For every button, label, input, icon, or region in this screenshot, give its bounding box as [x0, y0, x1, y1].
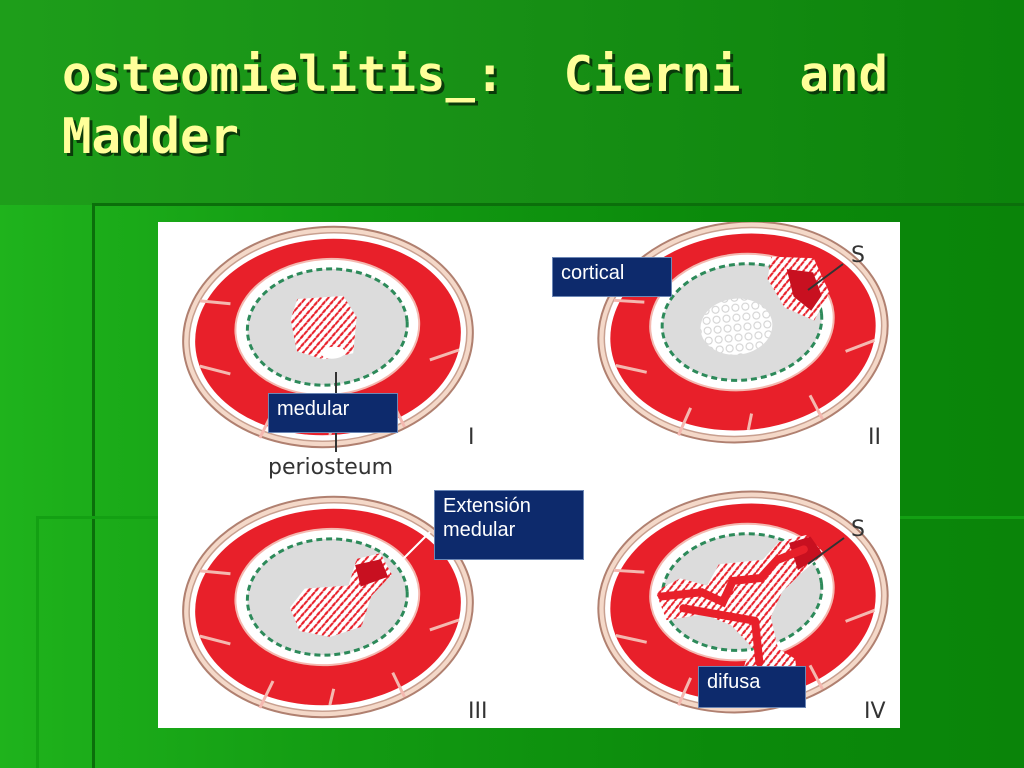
panel-2-bone — [585, 222, 900, 459]
diagram-svg: I periosteum S II III S IV — [174, 222, 900, 728]
callout-difusa: difusa — [698, 666, 806, 708]
panel-1-bone — [174, 222, 482, 459]
panel-3-numeral: III — [468, 699, 487, 724]
divider-line-left — [92, 203, 95, 768]
bone-cross-section-diagram: I periosteum S II III S IV — [158, 222, 900, 728]
panel-3-bone — [174, 485, 482, 728]
extension-callout-pointer — [399, 531, 431, 563]
divider-line-top — [92, 203, 1024, 206]
callout-extension-medular: Extensión medular — [434, 490, 584, 560]
periosteum-label: periosteum — [268, 455, 393, 480]
panel-2-marker: S — [851, 243, 865, 268]
panel-2-marker-pointer — [807, 263, 844, 291]
title-band — [0, 0, 1024, 205]
page-title: osteomielitis_: Cierni and Madder — [62, 46, 889, 165]
panel-4-bone — [585, 475, 900, 728]
callout-medular: medular — [268, 393, 398, 433]
panel-4-marker-pointer — [807, 537, 845, 565]
panel-4-marker: S — [851, 517, 865, 542]
panel-2-numeral: II — [868, 425, 881, 450]
divider-line-left-mid — [36, 516, 39, 768]
panel-1-numeral: I — [468, 425, 475, 450]
panel-4-numeral: IV — [864, 699, 886, 724]
callout-cortical: cortical — [552, 257, 672, 297]
